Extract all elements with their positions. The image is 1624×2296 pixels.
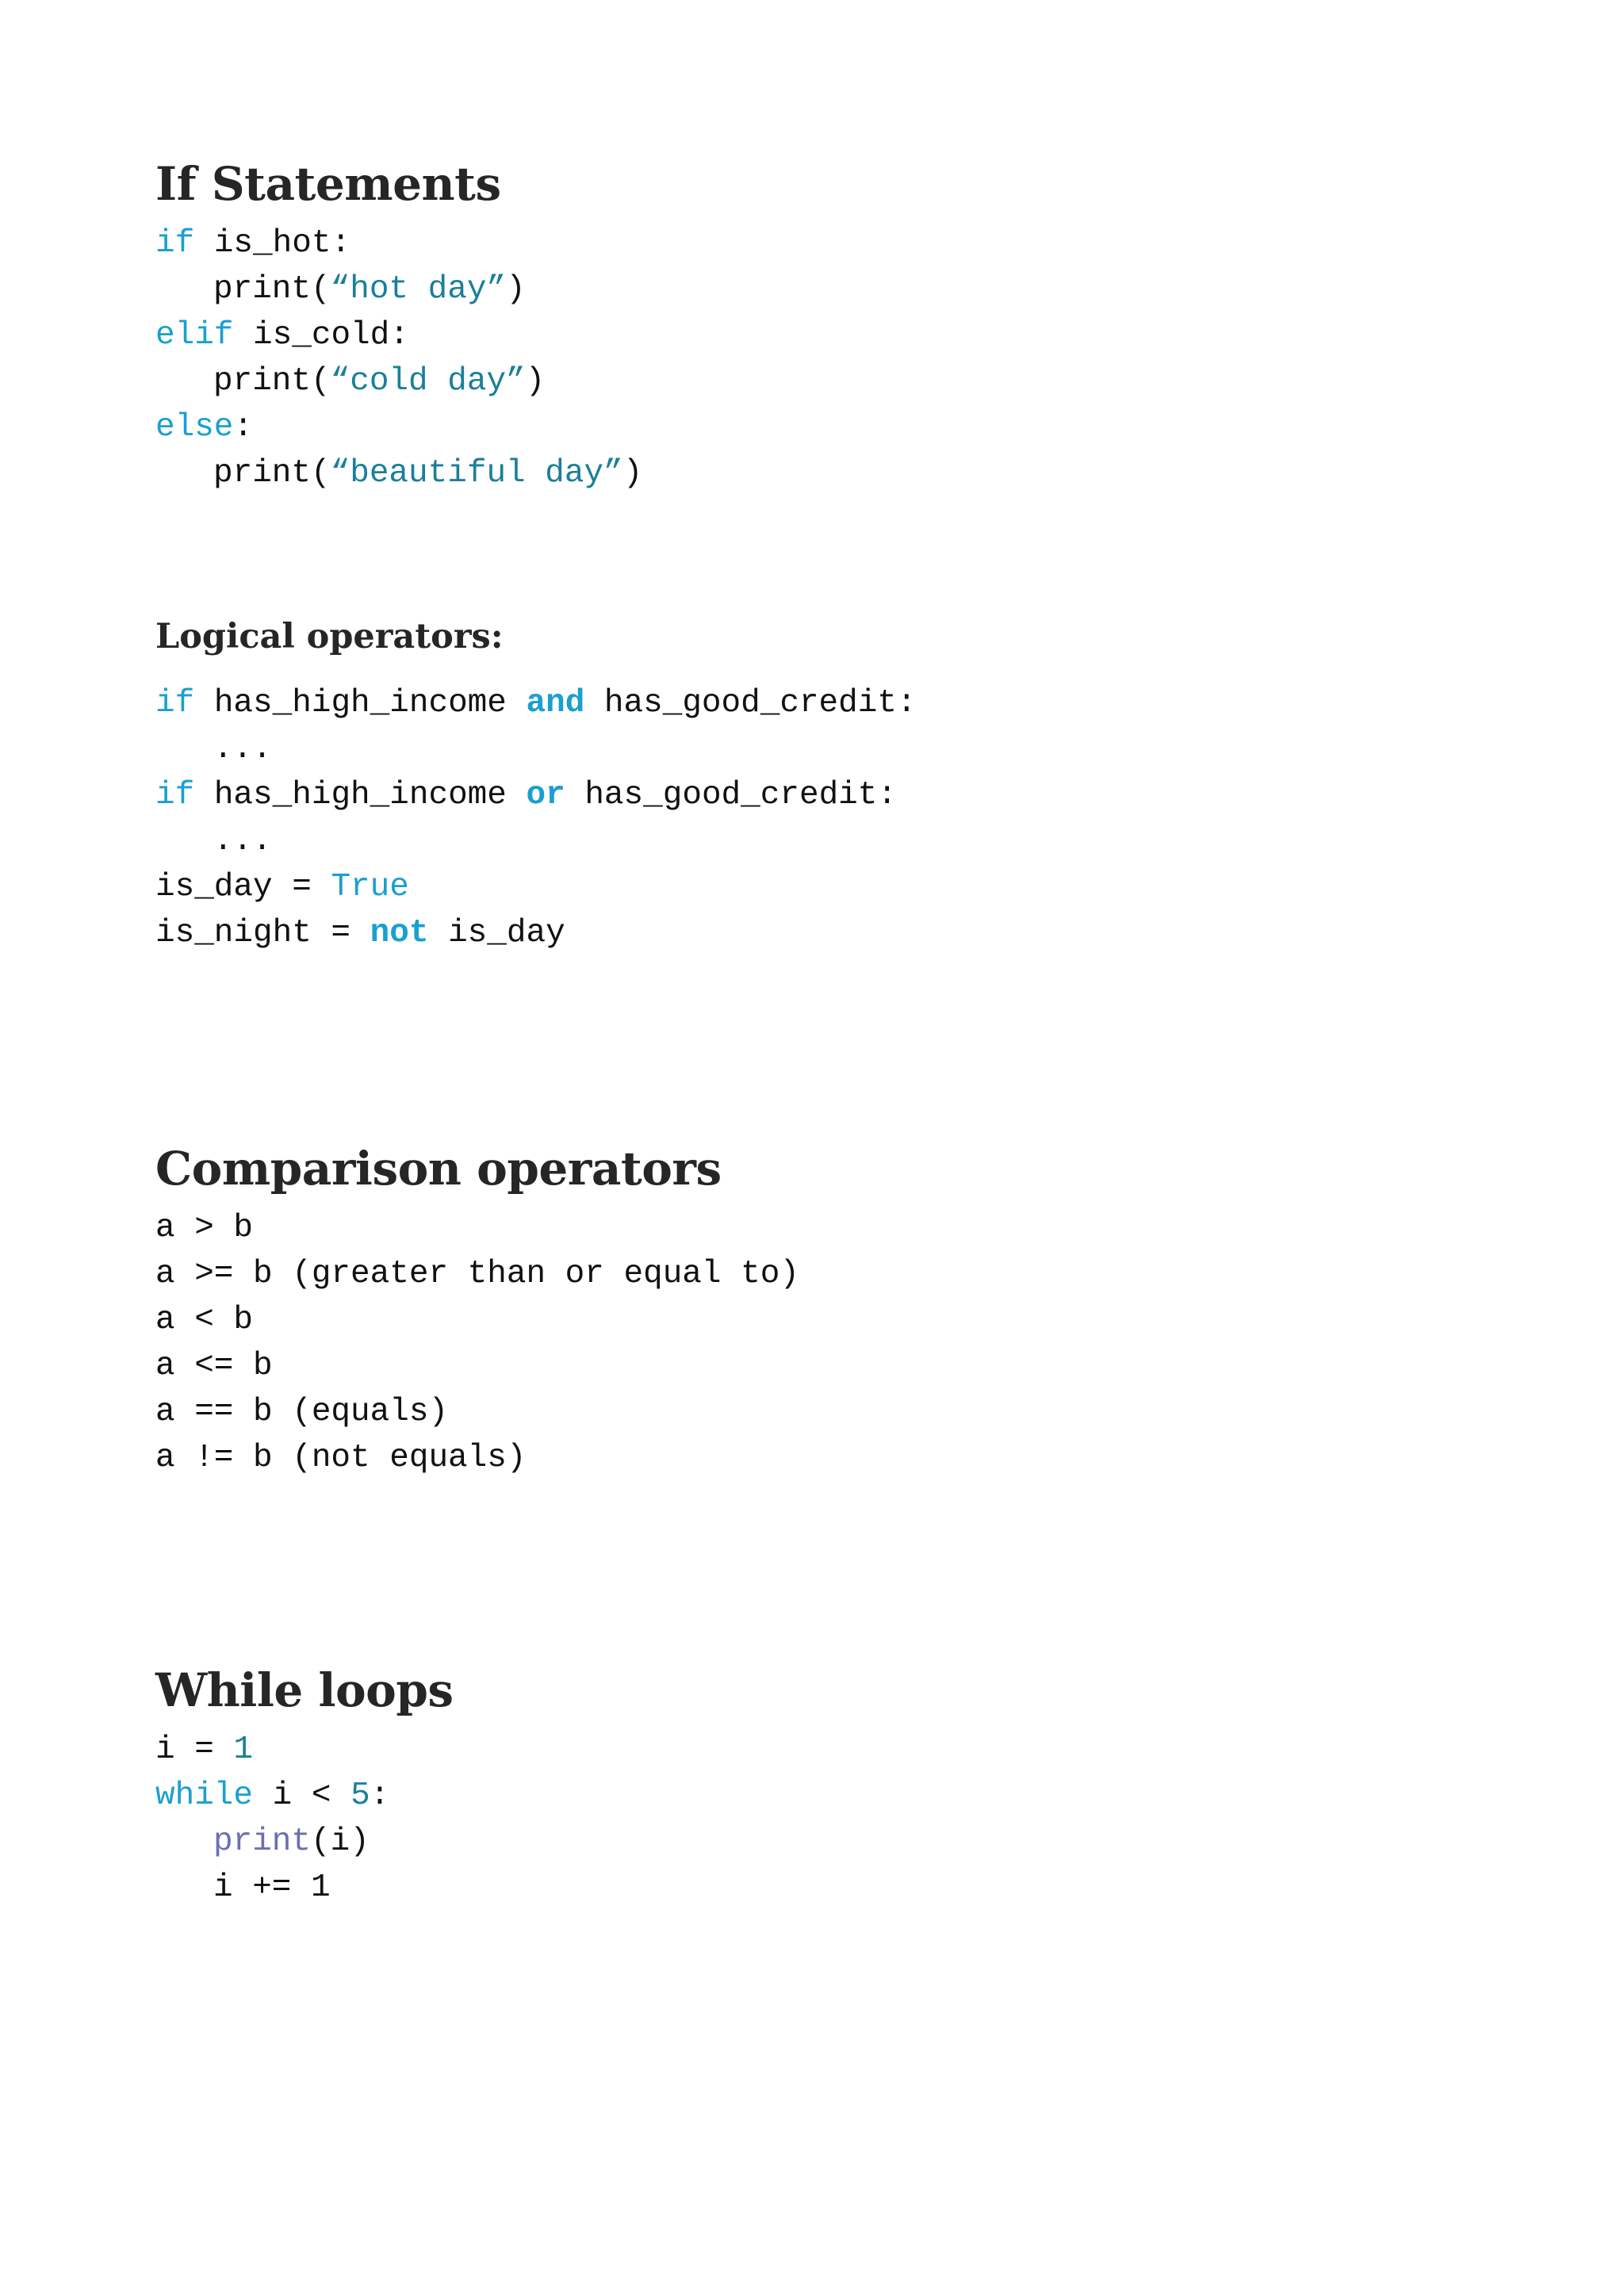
- code-token: ): [506, 271, 526, 308]
- code-token: i <: [253, 1777, 351, 1814]
- logical-operators-section: Logical operators: if has_high_income an…: [155, 617, 917, 956]
- code-line: if has_high_income or has_good_credit:: [155, 772, 917, 818]
- code-token: a < b: [155, 1302, 254, 1338]
- code-token: ...: [213, 731, 272, 767]
- comparison-operators-section: Comparison operators a > b a >= b (greate…: [155, 1142, 799, 1481]
- code-token: has_good_credit:: [565, 777, 897, 813]
- code-token: a >= b (greater than or equal to): [155, 1256, 799, 1292]
- code-token: (i): [311, 1823, 370, 1860]
- code-token: i =: [155, 1732, 234, 1768]
- code-line: print(“hot day”): [155, 266, 642, 312]
- code-token: print(: [213, 363, 331, 400]
- code-line: if has_high_income and has_good_credit:: [155, 680, 917, 726]
- code-token: a > b: [155, 1210, 254, 1246]
- code-line: elif is_cold:: [155, 312, 642, 358]
- code-line: is_day = True: [155, 864, 917, 910]
- code-line: if is_hot:: [155, 220, 642, 266]
- code-token: is_day =: [155, 869, 331, 905]
- code-line: a < b: [155, 1297, 799, 1343]
- code-line: print(“beautiful day”): [155, 450, 642, 496]
- code-token-kwb: or: [526, 777, 565, 813]
- code-token-builtin: print: [213, 1823, 312, 1860]
- code-token: i += 1: [213, 1869, 331, 1906]
- code-token: a != b (not equals): [155, 1440, 527, 1476]
- if-statements-code: if is_hot:print(“hot day”)elif is_cold:p…: [155, 220, 642, 496]
- code-token: a <= b: [155, 1348, 273, 1384]
- code-line: else:: [155, 404, 642, 450]
- code-token-str: “beautiful day”: [330, 455, 623, 492]
- code-token: has_high_income: [194, 777, 527, 813]
- code-token: is_cold:: [233, 317, 409, 354]
- code-token-kw: if: [155, 777, 195, 813]
- code-token-kw: True: [331, 869, 409, 905]
- logical-operators-heading: Logical operators:: [155, 617, 504, 656]
- code-token-num: 5: [350, 1777, 370, 1814]
- code-line: ...: [155, 726, 917, 772]
- code-token-kw: if: [155, 225, 195, 262]
- code-token: ...: [213, 823, 272, 859]
- if-statements-heading: If Statements: [155, 157, 501, 211]
- code-token: is_day: [428, 915, 565, 951]
- logical-operators-code: if has_high_income and has_good_credit:.…: [155, 680, 917, 956]
- code-line: is_night = not is_day: [155, 910, 917, 956]
- code-line: print(“cold day”): [155, 358, 642, 404]
- code-token-num: 1: [233, 1732, 254, 1768]
- while-loops-heading: While loops: [155, 1663, 454, 1717]
- code-token-str: “cold day”: [330, 363, 526, 400]
- code-token-kw: while: [155, 1777, 254, 1814]
- code-line: a == b (equals): [155, 1389, 799, 1435]
- code-token-kw: elif: [155, 317, 234, 354]
- code-line: a > b: [155, 1205, 799, 1251]
- code-line: a >= b (greater than or equal to): [155, 1251, 799, 1297]
- code-token: is_hot:: [194, 225, 351, 262]
- code-token-kwb: and: [526, 685, 585, 721]
- comparison-operators-code: a > b a >= b (greater than or equal to) a …: [155, 1205, 799, 1481]
- code-line: print(i): [155, 1819, 454, 1865]
- code-line: while i < 5:: [155, 1773, 454, 1819]
- code-line: i += 1: [155, 1865, 454, 1911]
- comparison-operators-heading: Comparison operators: [155, 1142, 722, 1196]
- code-token: has_high_income: [194, 685, 527, 721]
- code-token: a == b (equals): [155, 1394, 449, 1430]
- code-line: ...: [155, 818, 917, 864]
- code-token: print(: [213, 271, 331, 308]
- code-token-kwb: not: [370, 915, 429, 951]
- code-token-kw: if: [155, 685, 195, 721]
- code-line: a <= b: [155, 1343, 799, 1389]
- code-token: ): [622, 455, 643, 492]
- if-statements-section: If Statements if is_hot:print(“hot day”)…: [155, 157, 642, 496]
- code-line: i = 1: [155, 1727, 454, 1773]
- code-token: is_night =: [155, 915, 370, 951]
- code-token: :: [233, 409, 254, 446]
- code-token-str: “hot day”: [330, 271, 507, 308]
- code-token: has_good_credit:: [584, 685, 917, 721]
- code-token: print(: [213, 455, 331, 492]
- code-token-kw: else: [155, 409, 234, 446]
- code-token: ): [525, 363, 546, 400]
- code-line: a != b (not equals): [155, 1435, 799, 1481]
- code-token: :: [370, 1777, 390, 1814]
